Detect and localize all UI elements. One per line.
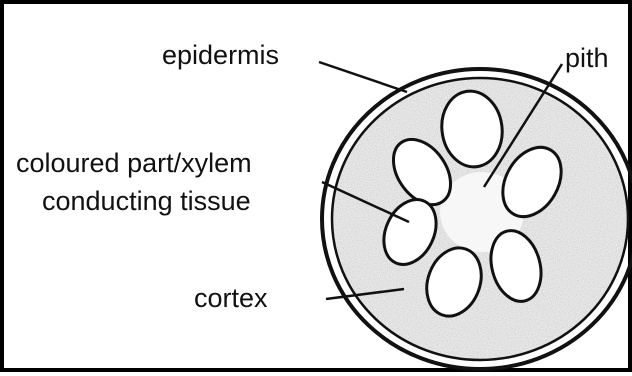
label-pith: pith xyxy=(565,43,609,73)
label-xylem-line1: coloured part/xylem xyxy=(16,148,252,178)
label-epidermis: epidermis xyxy=(162,40,279,70)
label-xylem-line2: conducting tissue xyxy=(42,186,251,216)
epidermis-leader xyxy=(319,62,407,92)
stem-cross-section-diagram: epidermis pith coloured part/xylem condu… xyxy=(4,4,632,376)
label-cortex: cortex xyxy=(194,283,268,313)
